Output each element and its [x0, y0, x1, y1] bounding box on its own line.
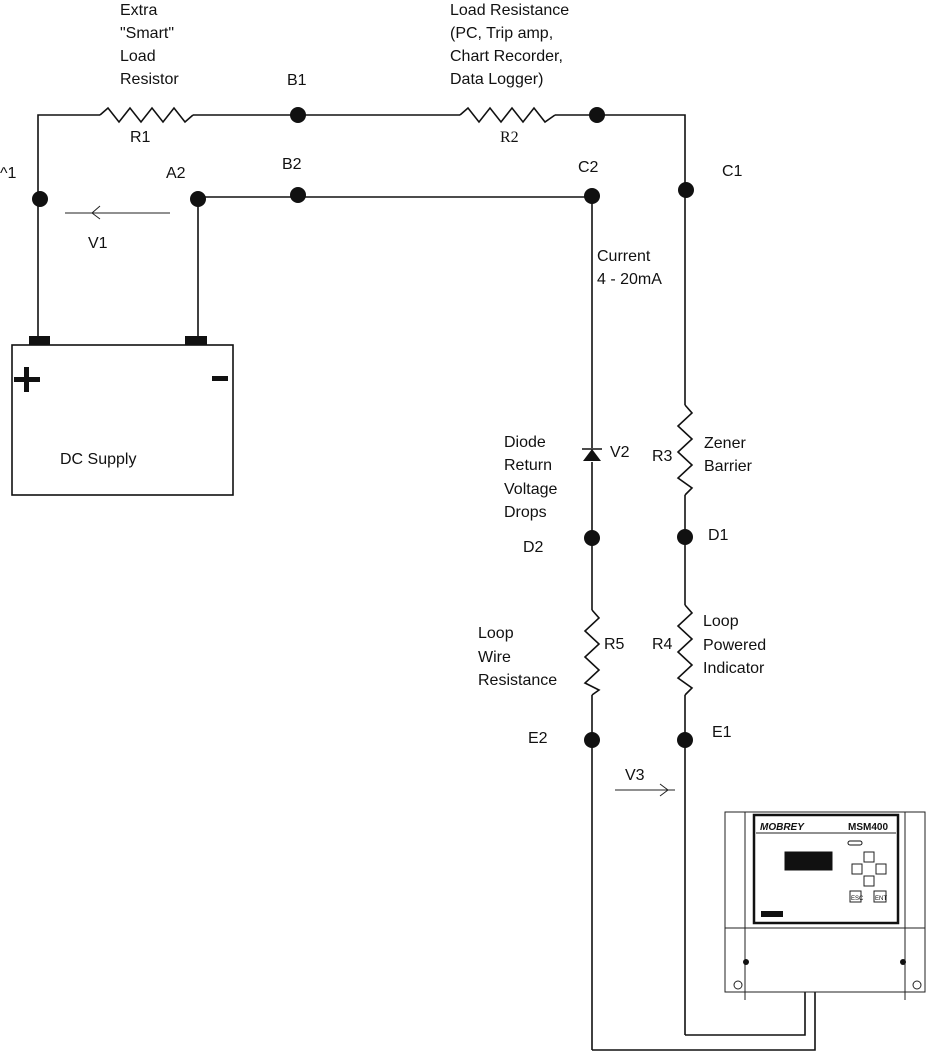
device-brand-logo: MOBREY — [760, 822, 805, 833]
r1-description-line: Extra — [120, 2, 157, 19]
up-arrow-button-icon — [864, 852, 874, 862]
wire-description-line: Resistance — [478, 672, 557, 689]
r1-description-line: Load — [120, 48, 156, 65]
dc-supply-label: DC Supply — [60, 451, 136, 468]
down-arrow-button-icon — [864, 876, 874, 886]
resistor-r3 — [678, 405, 692, 495]
v3-arrow-icon — [615, 784, 675, 796]
label-a2: A2 — [166, 165, 186, 182]
right-arrow-button-icon — [876, 864, 886, 874]
indicator-description-line: Loop — [703, 613, 739, 630]
label-b2: B2 — [282, 156, 302, 173]
label-d1: D1 — [708, 527, 729, 544]
node-c2 — [584, 188, 600, 204]
label-e1: E1 — [712, 724, 732, 741]
label-v1: V1 — [88, 235, 108, 252]
nodes — [32, 107, 694, 748]
labels: Extra "Smart" Load Resistor Load Resista… — [0, 2, 766, 784]
label-d2: D2 — [523, 539, 544, 556]
node-b1 — [290, 107, 306, 123]
wire-description-line: Loop — [478, 625, 514, 642]
diode-icon — [582, 449, 602, 461]
node-d2 — [584, 530, 600, 546]
label-a1: ^1 — [0, 165, 17, 182]
v1-arrow-icon — [65, 206, 170, 219]
diode-description-line: Return — [504, 457, 552, 474]
label-e2: E2 — [528, 730, 548, 747]
dc-supply — [12, 336, 233, 495]
r2-description-line: Chart Recorder, — [450, 48, 563, 65]
node-r2-right — [589, 107, 605, 123]
r1-description-line: "Smart" — [120, 25, 174, 42]
ent-button-label: ENT — [875, 896, 887, 902]
current-label-line: 4 - 20mA — [597, 271, 662, 288]
resistor-r1 — [100, 108, 193, 122]
r2-description-line: Load Resistance — [450, 2, 569, 19]
zener-description-line: Barrier — [704, 458, 753, 475]
label-r5: R5 — [604, 636, 625, 653]
current-label-line: Current — [597, 248, 651, 265]
device-model-logo: MSM400 — [848, 822, 888, 833]
zener-description-line: Zener — [704, 435, 746, 452]
indicator-description-line: Indicator — [703, 660, 765, 677]
node-a1 — [32, 191, 48, 207]
resistor-r5 — [585, 610, 599, 695]
loop-powered-indicator-device: MOBREY MSM400 ESC ENT — [725, 812, 925, 1000]
resistor-r4 — [678, 605, 692, 695]
label-b1: B1 — [287, 72, 307, 89]
diode-description-line: Diode — [504, 434, 546, 451]
label-r1: R1 — [130, 129, 151, 146]
esc-button-label: ESC — [851, 896, 864, 902]
r1-description-line: Resistor — [120, 71, 179, 88]
label-c2: C2 — [578, 159, 599, 176]
label-r2: R2 — [500, 129, 519, 146]
wire-description-line: Wire — [478, 649, 511, 666]
left-arrow-button-icon — [852, 864, 862, 874]
node-e1 — [677, 732, 693, 748]
node-e2 — [584, 732, 600, 748]
label-r4: R4 — [652, 636, 673, 653]
node-d1 — [677, 529, 693, 545]
r2-description-line: Data Logger) — [450, 71, 543, 88]
r2-description-line: (PC, Trip amp, — [450, 25, 553, 42]
resistor-r2 — [460, 108, 555, 122]
node-a2 — [190, 191, 206, 207]
wires — [38, 115, 815, 1050]
diode-description-line: Voltage — [504, 481, 557, 498]
label-v3: V3 — [625, 767, 645, 784]
node-c1 — [678, 182, 694, 198]
diode-description-line: Drops — [504, 504, 547, 521]
label-v2: V2 — [610, 444, 630, 461]
node-b2 — [290, 187, 306, 203]
indicator-description-line: Powered — [703, 637, 766, 654]
label-c1: C1 — [722, 163, 743, 180]
label-r3: R3 — [652, 448, 673, 465]
